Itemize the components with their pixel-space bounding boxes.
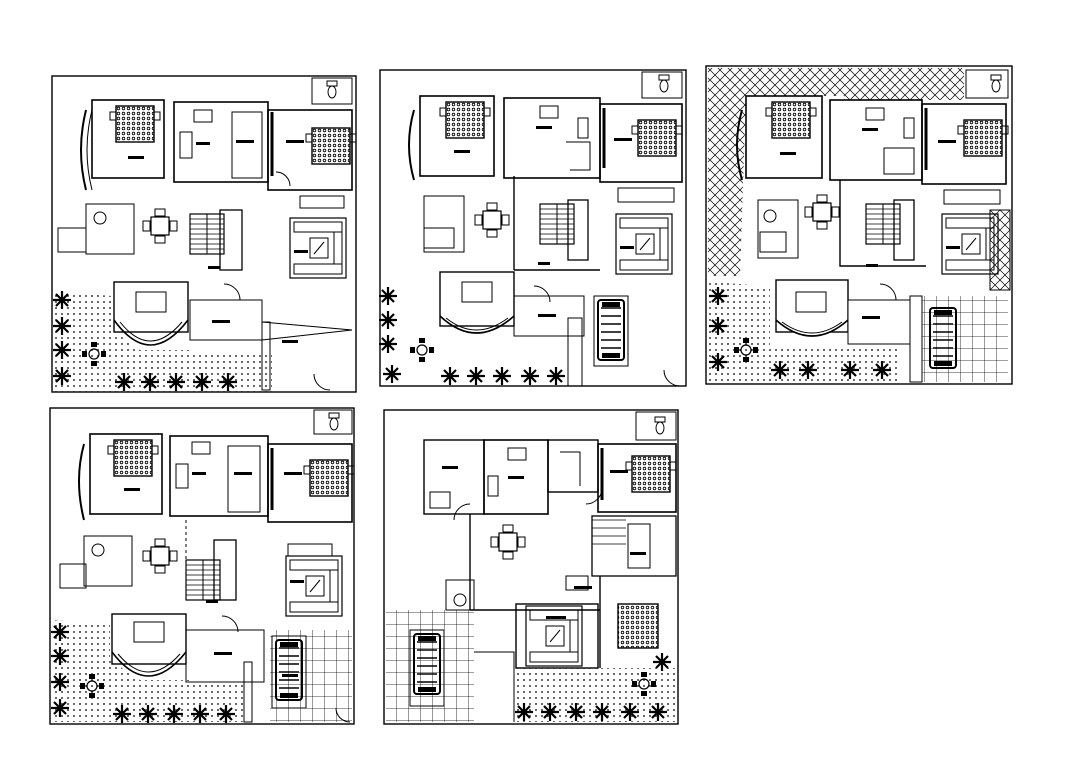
floor-plan-b xyxy=(377,69,687,387)
floor-plan-d xyxy=(49,407,355,725)
floor-plan-e xyxy=(383,409,679,725)
floor-plan-c xyxy=(705,65,1013,385)
floor-plan-a xyxy=(51,75,357,393)
